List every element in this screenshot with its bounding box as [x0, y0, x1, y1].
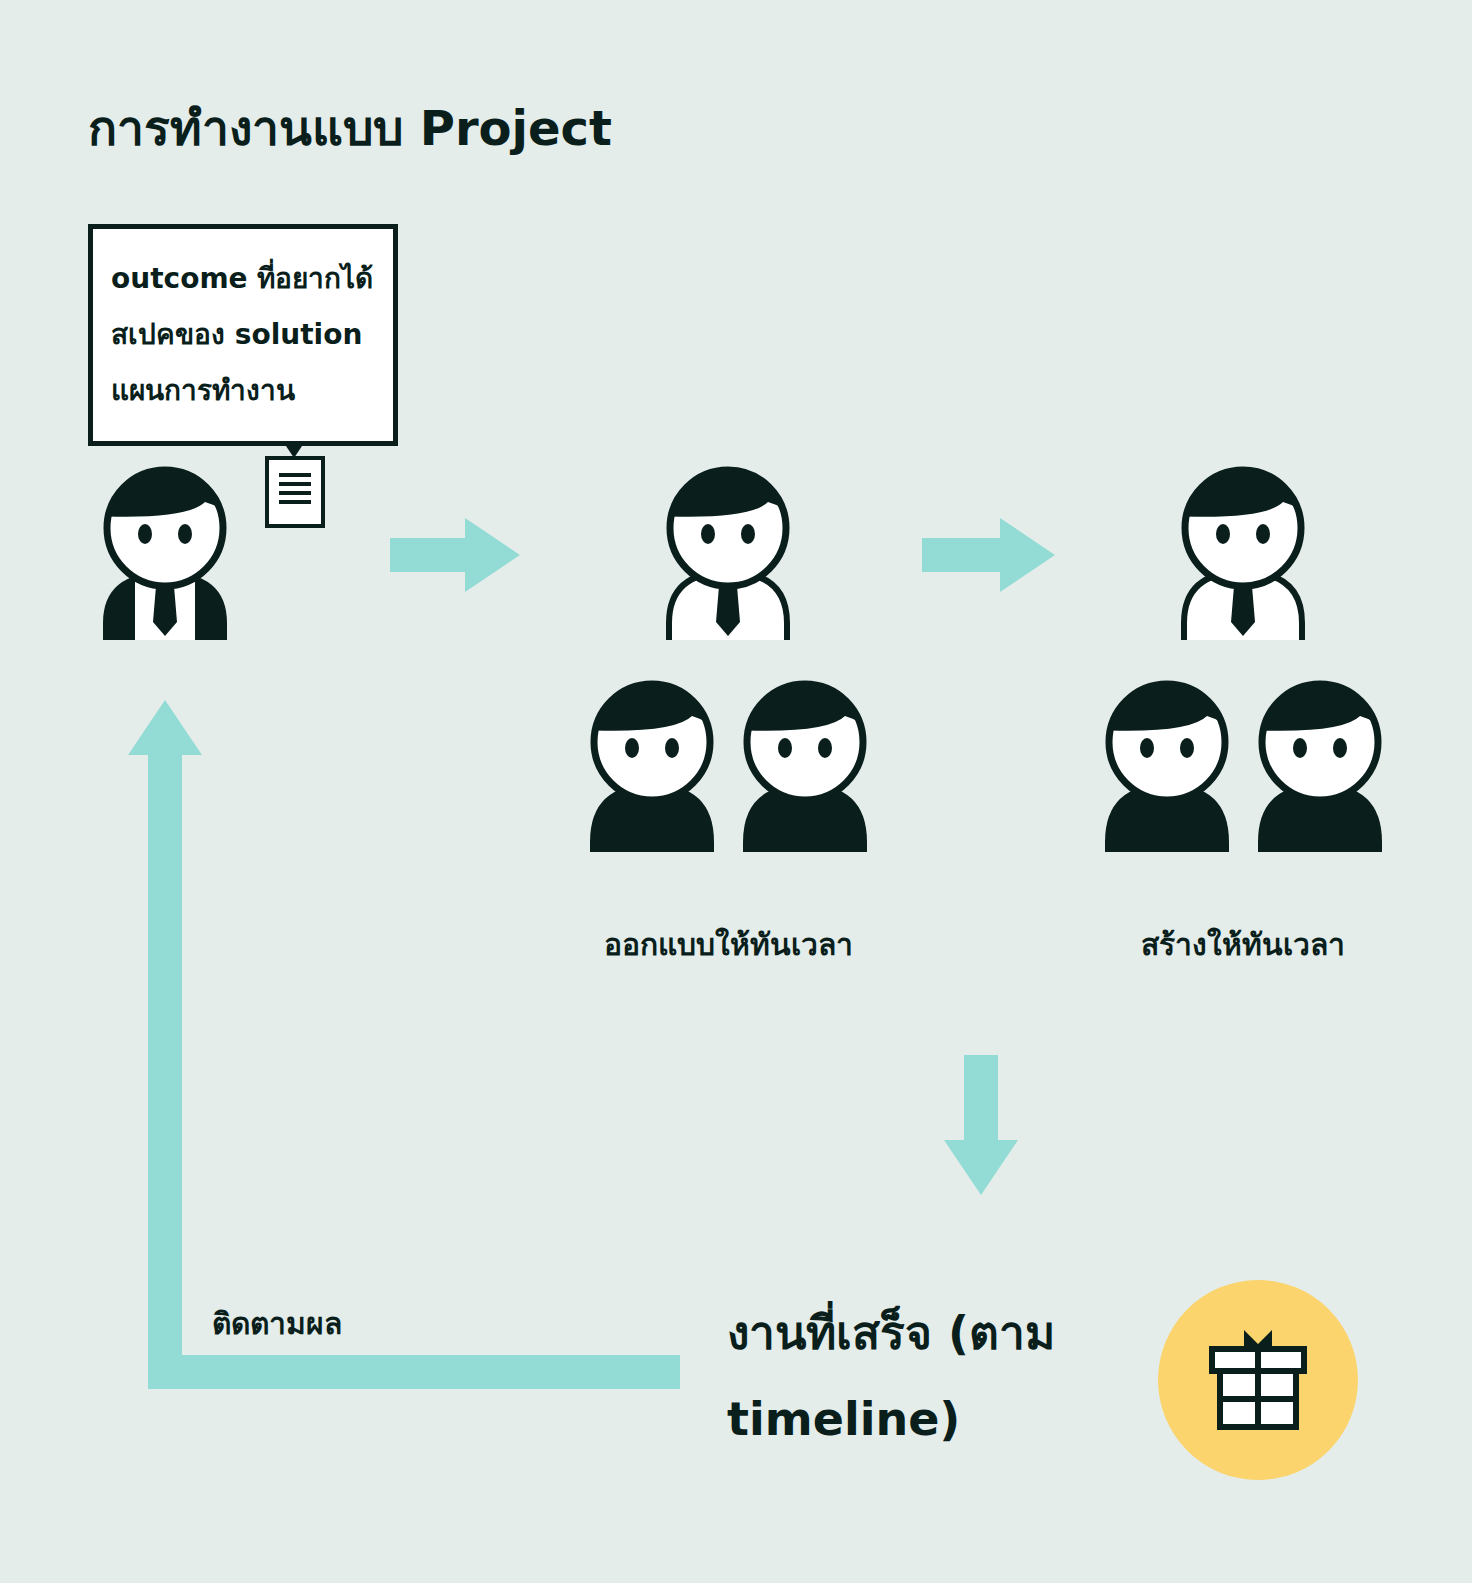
- team-member-figure: [1250, 672, 1390, 852]
- team-lead-figure: [658, 458, 798, 640]
- flow-arrow: [944, 1055, 1018, 1195]
- bubble-line: แผนการทำงาน: [111, 363, 373, 419]
- flow-arrow: [922, 518, 1055, 592]
- team-member-figure: [735, 672, 875, 852]
- bubble-line: สเปคของ solution: [111, 307, 373, 363]
- arrow-head: [465, 518, 520, 592]
- arrow-shaft: [390, 538, 465, 572]
- team-group: ออกแบบให้ทันเวลา: [568, 468, 888, 968]
- flow-arrow: [390, 518, 520, 592]
- diagram-title: การทำงานแบบ Project: [88, 90, 612, 166]
- document-icon: [267, 458, 323, 526]
- result-text: งานที่เสร็จ (ตาม timeline): [727, 1290, 1057, 1462]
- speech-box: outcome ที่อยากได้สเปคของ solutionแผนการ…: [88, 224, 418, 644]
- gift-icon: [1158, 1280, 1358, 1480]
- arrow-shaft: [964, 1055, 998, 1140]
- flow-arrow: [128, 700, 680, 1372]
- team-member-figure: [582, 672, 722, 852]
- arrow-head: [128, 700, 202, 755]
- team-caption: สร้างให้ทันเวลา: [1083, 921, 1403, 968]
- team-lead-figure: [1173, 458, 1313, 640]
- team-group: สร้างให้ทันเวลา: [1083, 468, 1403, 968]
- team-member-figure: [1097, 672, 1237, 852]
- boss-figure: [95, 458, 235, 640]
- speech-bubble: outcome ที่อยากได้สเปคของ solutionแผนการ…: [88, 224, 398, 446]
- bubble-line: outcome ที่อยากได้: [111, 251, 373, 307]
- team-caption: ออกแบบให้ทันเวลา: [568, 921, 888, 968]
- arrow-shaft: [922, 538, 1000, 572]
- arrow-head: [1000, 518, 1055, 592]
- edge-label: ติดตามผล: [212, 1300, 342, 1347]
- arrow-head: [944, 1140, 1018, 1195]
- arrow-shaft: [165, 755, 680, 1372]
- result-group: งานที่เสร็จ (ตาม timeline): [727, 1290, 1367, 1490]
